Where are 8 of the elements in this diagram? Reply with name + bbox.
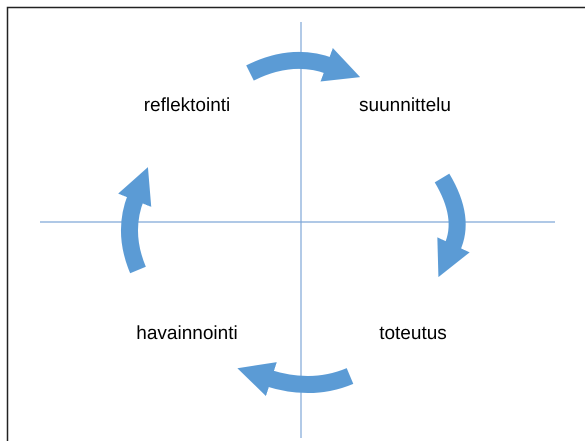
curved-arrow <box>434 174 470 278</box>
stage-label: suunnittelu <box>359 95 451 117</box>
curved-arrow <box>118 166 152 274</box>
stage-label: toteutus <box>379 323 447 345</box>
curved-arrow <box>246 48 361 82</box>
stage-label: reflektointi <box>144 95 230 117</box>
curved-arrow <box>237 362 354 396</box>
stage-label: havainnointi <box>136 323 238 345</box>
